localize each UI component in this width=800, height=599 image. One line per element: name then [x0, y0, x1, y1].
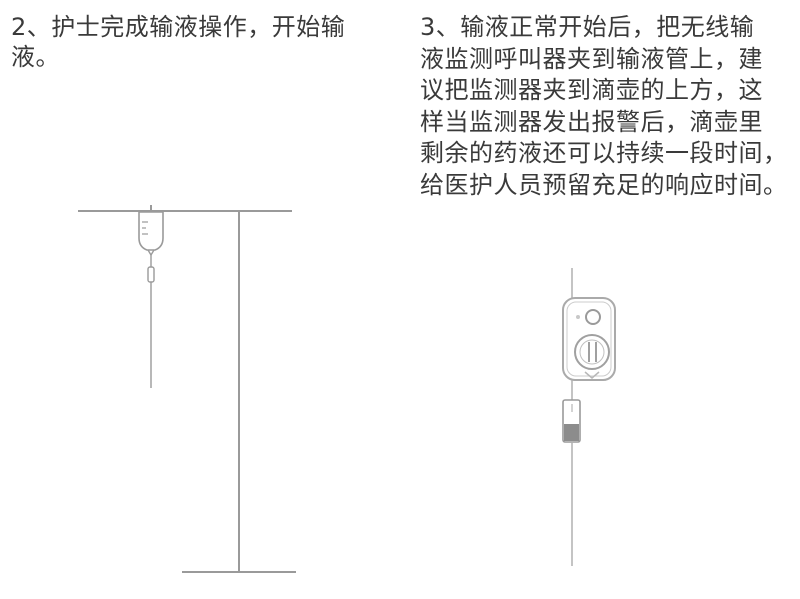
- drip-chamber-icon: [562, 399, 581, 443]
- step-2-text: 2、护士完成输液操作，开始输 液。: [11, 13, 346, 71]
- monitor-button-icon: [585, 309, 601, 325]
- clip-dial-icon: [574, 334, 610, 370]
- monitor-illustration: [562, 268, 616, 566]
- iv-stand-illustration: [78, 205, 296, 573]
- infusion-bag-icon: [138, 205, 164, 257]
- wireless-monitor-icon: [562, 297, 616, 381]
- drip-chamber-icon: [147, 255, 155, 388]
- step-3-text: 3、输液正常开始后，把无线输 液监测呼叫器夹到输液管上，建 议把监测器夹到滴壶的…: [420, 13, 788, 199]
